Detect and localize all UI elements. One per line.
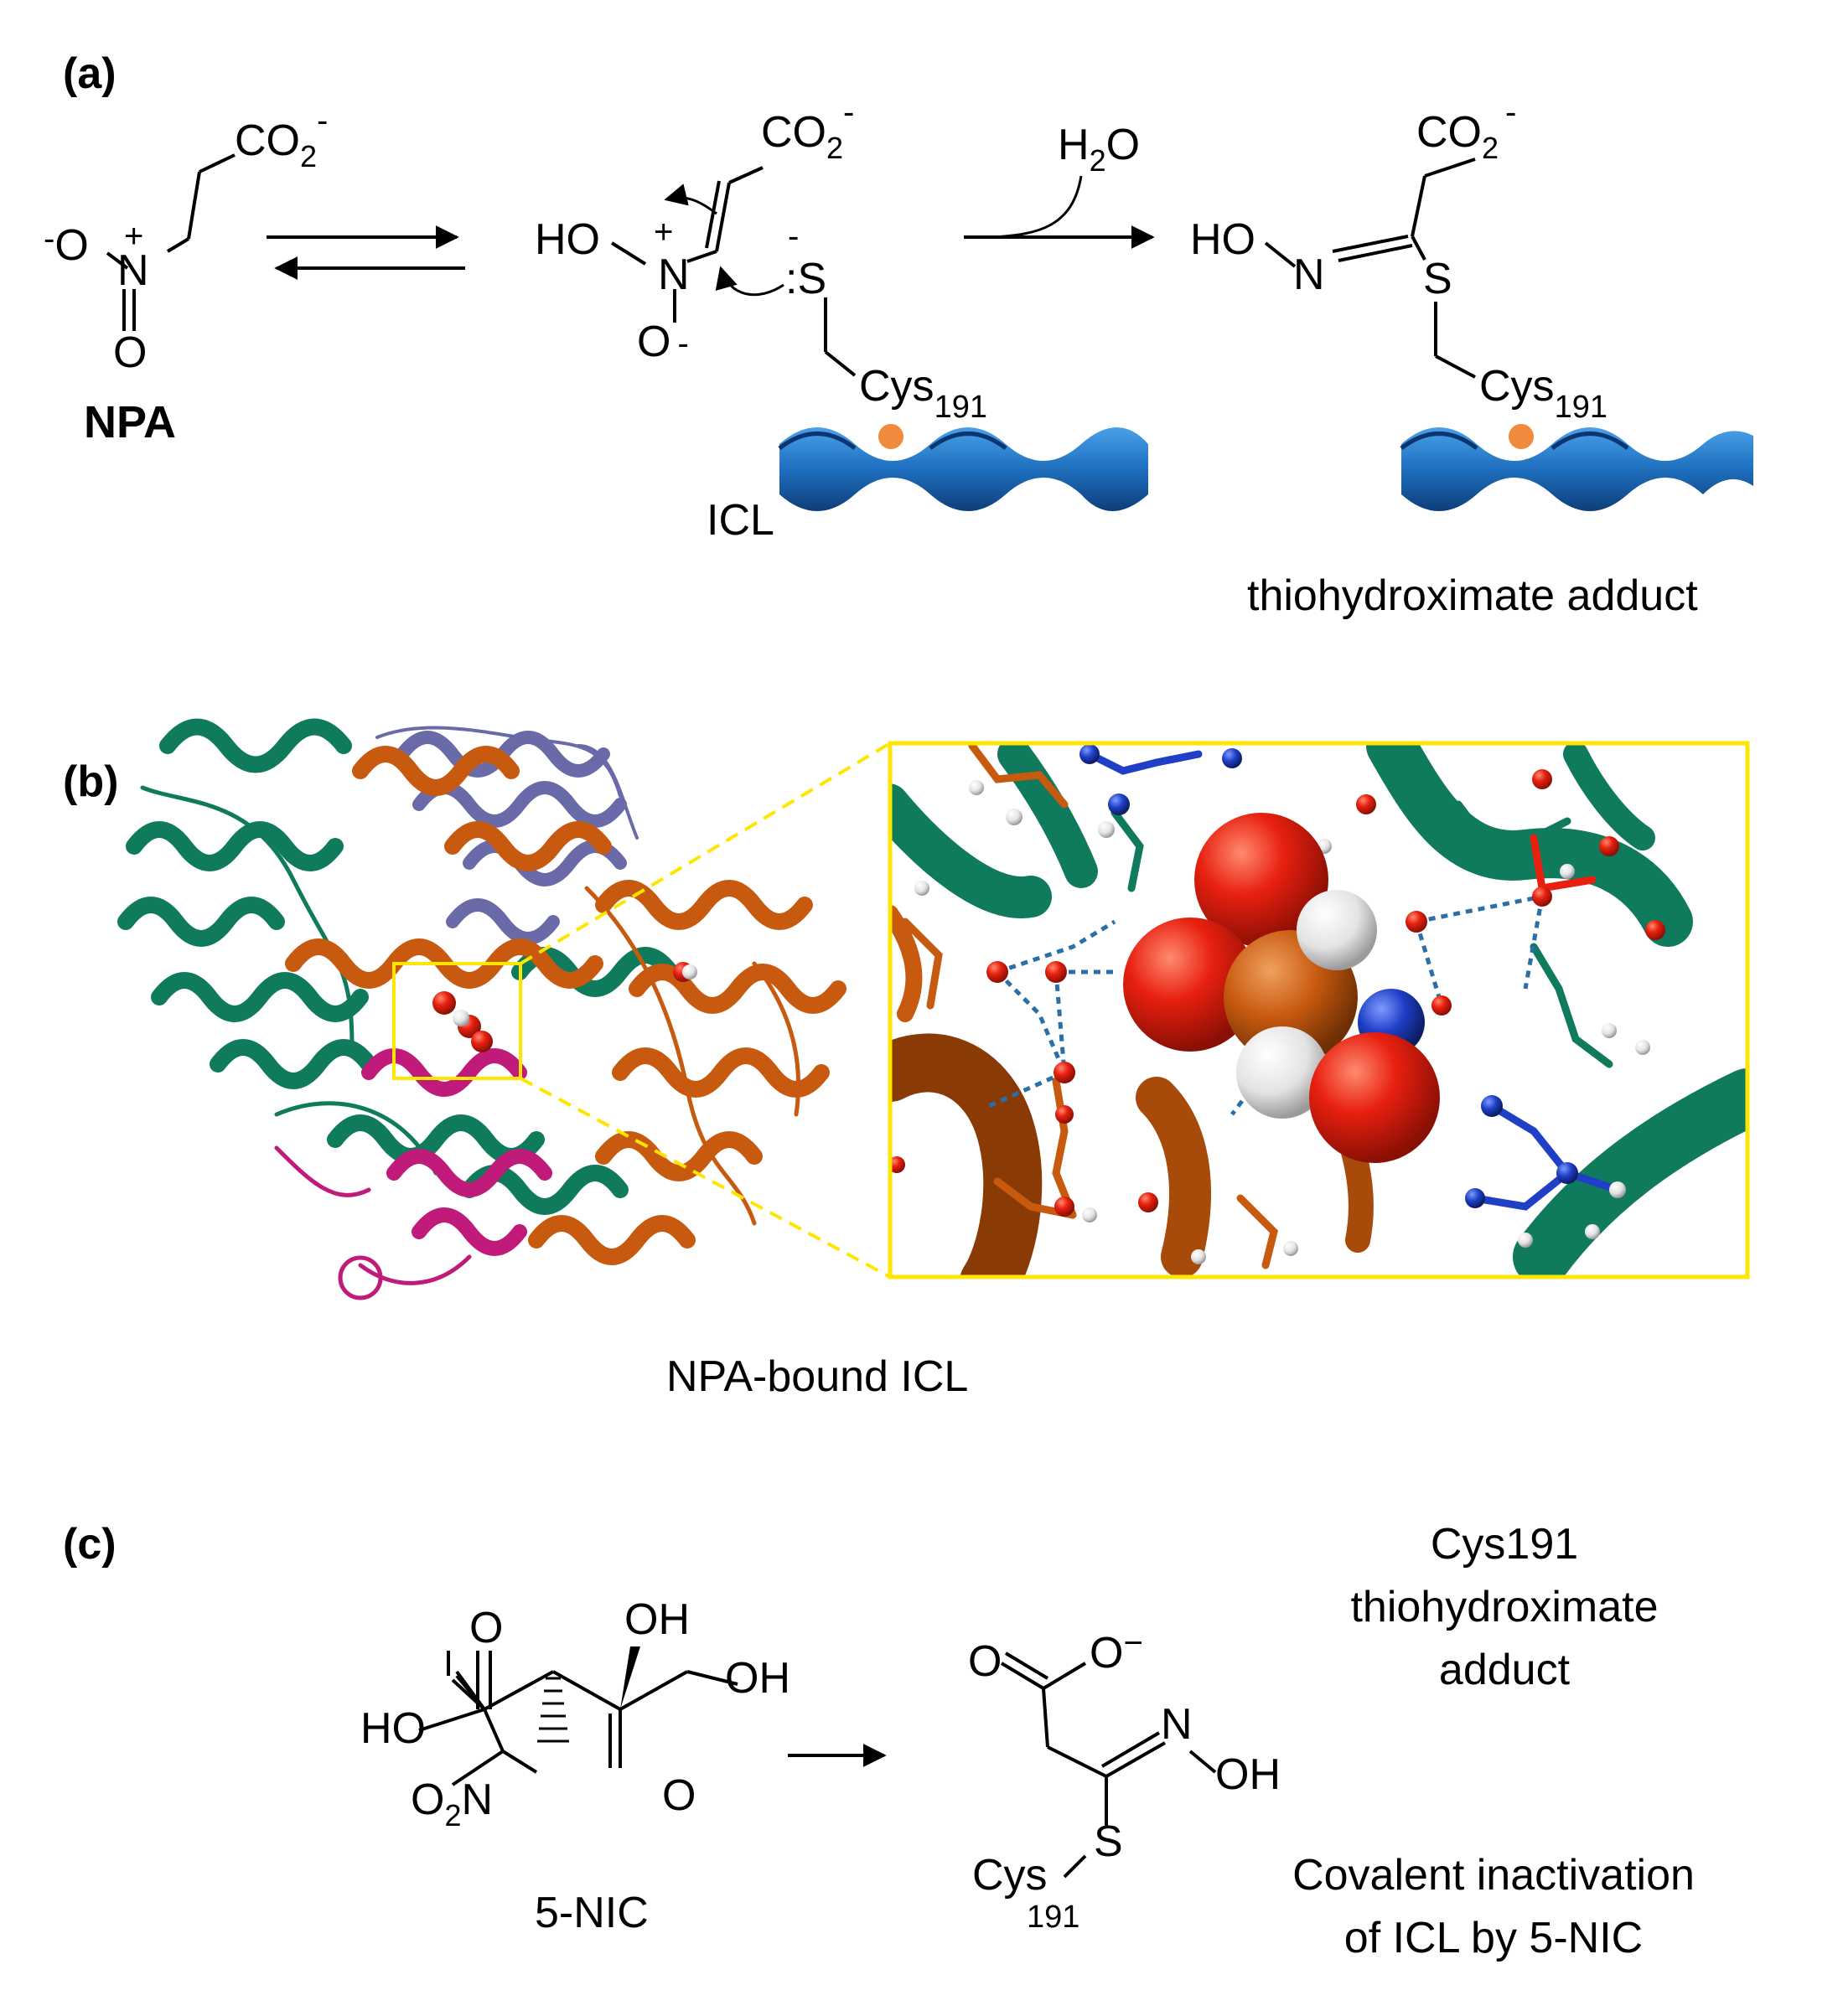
npa-nitro-n: N (117, 246, 149, 295)
nic-no2: O2N (411, 1776, 493, 1832)
cys-marker-left (878, 424, 903, 449)
npa-carboxylate: CO2- (235, 102, 328, 173)
caption-line-1: Cys191 (1431, 1520, 1578, 1569)
intermediate-carboxylate: CO2- (761, 94, 854, 165)
product-c-cys-sub: 191 (1027, 1900, 1079, 1935)
intermediate-ho: HO (535, 215, 600, 264)
product-ho: HO (1190, 215, 1255, 264)
intermediate-n: N (658, 251, 690, 299)
product-n: N (1293, 251, 1325, 299)
active-site-zoom (890, 743, 1747, 1277)
product-bonds (1264, 158, 1476, 379)
product-cys: Cys191 (1479, 362, 1607, 425)
product-s: S (1423, 255, 1452, 303)
product-carboxylate: CO2- (1416, 94, 1516, 165)
product-c-oh: OH (1215, 1750, 1281, 1799)
adduct-caption: thiohydroximate adduct (1247, 571, 1698, 620)
nic-product-bonds (1000, 1652, 1217, 1879)
product-c-o: O (968, 1637, 1002, 1686)
intermediate-n-charge: + (654, 214, 673, 251)
caption-line-3: adduct (1439, 1646, 1571, 1694)
nic-name: 5-NIC (535, 1889, 649, 1937)
summary-line-1: Covalent inactivation (1292, 1851, 1695, 1900)
product-c-o-minus: O− (1090, 1625, 1143, 1677)
nic-wedge (620, 1646, 640, 1709)
caption-line-2: thiohydroximate (1350, 1583, 1658, 1631)
npa-nitro-o-neg: -O (44, 220, 89, 270)
protein-overview (117, 718, 846, 1300)
icl-helix-right (1400, 424, 1753, 511)
water-label: H2O (1058, 121, 1140, 178)
product-c-s: S (1094, 1817, 1123, 1866)
overview-ligand (432, 962, 697, 1052)
npa-spacefill (1123, 813, 1440, 1163)
hydrolysis-arrow (964, 175, 1155, 249)
panel-c-label: (c) (63, 1520, 116, 1569)
nic-o-top: O (469, 1604, 503, 1652)
overview-highlight-box (392, 962, 522, 1080)
npa-nitro-o: O (113, 328, 147, 377)
electron-push-arrows (664, 184, 784, 297)
panel-a-label: (a) (63, 49, 116, 98)
npa-name: NPA (84, 397, 176, 447)
icl-label: ICL (707, 496, 774, 545)
nic-oh-top: OH (624, 1595, 690, 1644)
panel-b-label: (b) (63, 757, 118, 806)
thiolate-charge: - (788, 218, 799, 255)
zoom-frame (888, 741, 1750, 1279)
nic-oh-right: OH (725, 1654, 790, 1703)
nic-ho: HO (360, 1704, 426, 1753)
cys-marker-right (1509, 424, 1534, 449)
nic-bonds (418, 1651, 738, 1786)
intermediate-o: O- (637, 318, 689, 366)
intermediate-bonds (610, 166, 857, 377)
summary-line-2: of ICL by 5-NIC (1344, 1914, 1643, 1962)
nic-hash (537, 1677, 569, 1743)
npa-structure (106, 153, 236, 331)
icl-helix-left (778, 424, 1148, 511)
npa-nitro-n-charge: + (124, 218, 143, 255)
equilibrium-arrows (267, 225, 465, 280)
zoom-connector-lines (519, 742, 892, 1279)
intermediate-cys: Cys191 (859, 362, 987, 425)
product-c-cys: Cys (972, 1851, 1048, 1900)
product-c-n: N (1161, 1700, 1193, 1749)
nic-o-bottom: O (662, 1771, 696, 1820)
panel-b-caption: NPA-bound ICL (666, 1352, 968, 1401)
thiolate-s: :S (785, 255, 826, 303)
